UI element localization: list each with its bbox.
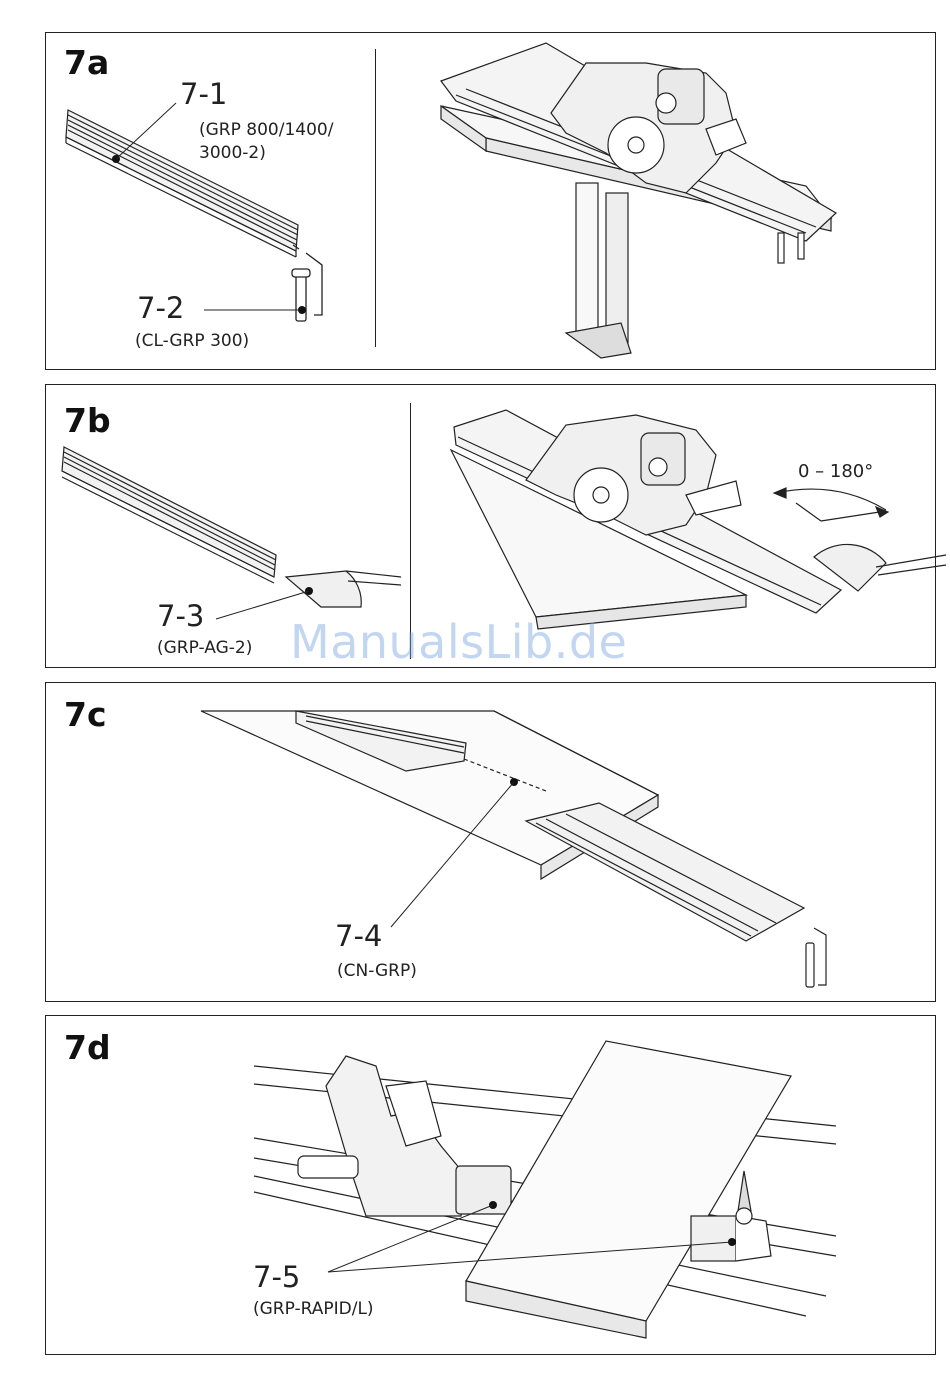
panel-7a: 7a 7-1 (GRP 800/1400/ 3000-2) 7-2 (CL-GR…: [45, 32, 936, 370]
panel-7d: 7d 7-5 (GRP-RAPID/L): [45, 1015, 936, 1355]
connector-illustration: [46, 683, 937, 1003]
rapid-clamp-illustration: [46, 1016, 937, 1356]
rail-illustration: [46, 33, 937, 371]
panel-7c: 7c 7-4 (CN-GRP): [45, 682, 936, 1002]
watermark: ManualsLib.de: [290, 615, 627, 669]
callout-7-2-dot: [298, 306, 306, 314]
